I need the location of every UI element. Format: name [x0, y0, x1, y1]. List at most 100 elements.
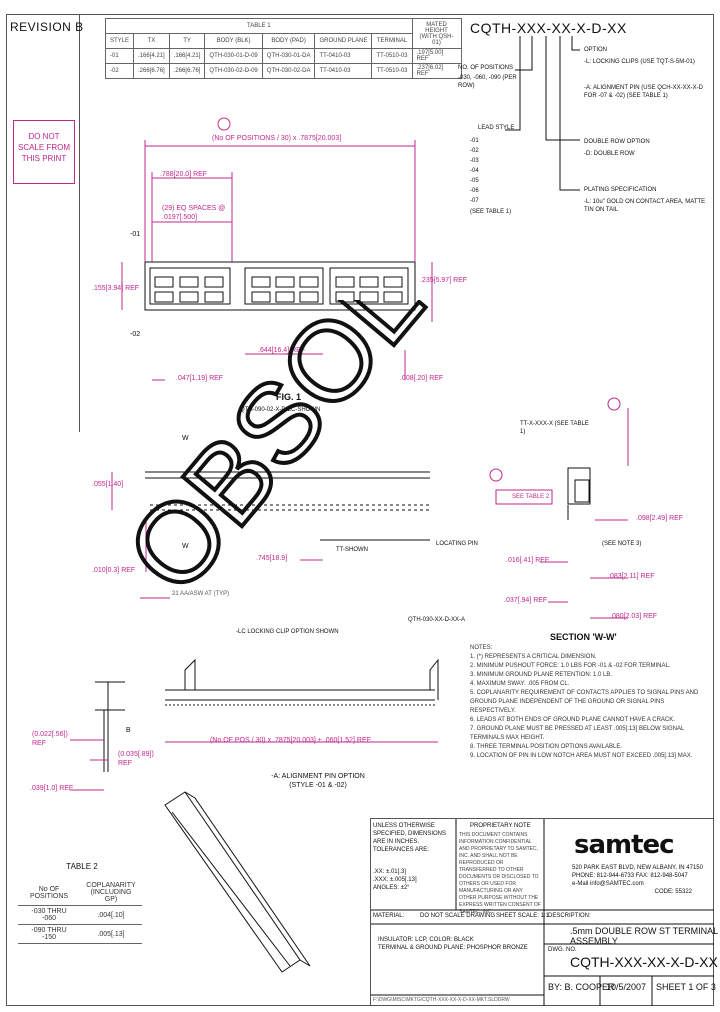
isometric-connector	[164, 791, 301, 973]
sheet-scale-label: SHEET SCALE: 1:1	[496, 913, 549, 919]
table-row: -030 THRU -060 .004[.10]	[18, 905, 142, 925]
positions-values: -030, -060, -090 (PER ROW)	[458, 75, 517, 89]
note-item: 1. (*) REPRESENTS A CRITICAL DIMENSION.	[470, 654, 597, 660]
code-line: CODE: 55322	[654, 889, 692, 895]
dim-eq-label: (29) EQ SPACES @ .0197[.500]	[162, 205, 226, 221]
drawing-frame	[6, 14, 714, 1006]
part-number-title: CQTH-XXX-XX-X-D-XX	[470, 20, 627, 36]
dim-047-label: .047[1.19] REF	[176, 375, 224, 382]
plating-desc: -L: 10u" GOLD ON CONTACT AREA, MATTE TIN…	[584, 199, 706, 213]
plating-label: PLATING SPECIFICATION	[584, 187, 657, 193]
note-item: 4. MAXIMUM SWAY: .005 FROM CL.	[470, 681, 570, 687]
drawing-date: 10/5/2007	[606, 982, 647, 992]
note-item: 8. THREE TERMINAL POSITION OPTIONS AVAIL…	[470, 744, 623, 750]
list-item: .XX: ±.01[.3]	[373, 869, 406, 875]
dim-083-label: .083[2.11] REF	[608, 573, 655, 580]
table-row: -090 THRU -150 .005[.13]	[18, 924, 142, 944]
list-item: .XXX: ±.005[.13]	[373, 877, 417, 883]
dim-039-label: .039[1.0] REF	[30, 785, 74, 792]
view-letter-w1: W	[182, 435, 189, 442]
do-not-scale-box: DO NOT SCALE FROM THIS PRINT	[13, 120, 75, 184]
view-letter-b: B	[126, 727, 131, 734]
dim-022-label: (0.022[.56]) REF	[32, 731, 68, 747]
see-table-1-label: TT-X-XXX-X (SEE TABLE 1)	[520, 421, 589, 435]
no-scale-line-1: DO NOT	[28, 132, 60, 141]
note-item: 9. LOCATION OF PIN IN LOW NOTCH AREA MUS…	[470, 753, 693, 759]
dim-745-label: .745[18.9]	[256, 555, 288, 562]
list-item: INSULATOR: LCP, COLOR: BLACK	[378, 937, 474, 943]
address-line: 520 PARK EAST BLVD, NEW ALBANY, IN 47150	[572, 865, 703, 871]
revision-column	[6, 14, 80, 432]
see-table-2-box	[495, 489, 553, 505]
dim-080-label: .080[2.03] REF	[610, 613, 658, 620]
table-2-header: No OF POSITIONS	[18, 880, 80, 906]
drawing-number: CQTH-XXX-XX-X-D-XX	[570, 954, 718, 970]
see-note-label: (SEE NOTE 3)	[602, 541, 642, 547]
notes-title: NOTES:	[470, 645, 493, 651]
list-item: ANGLES: ±2°	[373, 885, 410, 891]
no-scale-line-3: THIS PRINT	[21, 154, 67, 163]
dim-016-label: .016[.41] REF	[506, 557, 550, 564]
lead-style-label: LEAD STYLE	[478, 125, 515, 131]
dim-037-label: .037[.94] REF	[504, 597, 548, 604]
table-cell: .197[5.00] REF	[411, 48, 462, 64]
list-item: -02	[470, 148, 479, 154]
proprietary-title: PROPRIETARY NOTE	[470, 823, 531, 829]
list-item: -04	[470, 168, 479, 174]
table-2: No OF POSITIONS COPLANARITY (INCLUDING G…	[18, 880, 142, 944]
table-cell: TT-0410-03	[314, 63, 373, 79]
material-label: MATERIAL:	[373, 913, 405, 919]
table-2-title: TABLE 2	[66, 862, 98, 871]
view-letter-w2: W	[182, 543, 189, 550]
locating-pin-label: LOCATING PIN	[436, 541, 478, 547]
table-cell: -02	[104, 63, 135, 79]
dim-035-label: (0.035[.89]) REF	[118, 751, 154, 767]
description-label: DESCRIPTION:	[548, 913, 591, 919]
dim-644-label: .644[16.4] REF	[258, 347, 306, 354]
dwg-label: DWG. NO.	[548, 947, 577, 953]
option-locking: -L: LOCKING CLIPS (USE TQT-S-5M-01)	[584, 59, 695, 65]
critical-dimension-mark	[217, 117, 231, 131]
dim-155-label: .155[3.94] REF	[92, 285, 140, 292]
note-item: 7. GROUND PLANE MUST BE PRESSED AT LEAST…	[470, 726, 685, 741]
note-item: 3. MINIMUM GROUND PLANE RETENTION: 1.0 L…	[470, 672, 613, 678]
dim-008-label: .008[.20] REF	[400, 375, 444, 382]
samtec-logo: samtec	[574, 830, 675, 860]
see-table-2-label: SEE TABLE 2	[512, 494, 550, 500]
qth-std-label: QTH-030-XX-D-XX-A	[408, 617, 466, 623]
table-cell: .005[.13]	[80, 924, 142, 944]
lead-shown-label: TT-SHOWN	[336, 547, 368, 553]
table-1-header-mated: MATED HEIGHT (WITH QSH-01)	[411, 18, 462, 49]
table-cell: .004[.10]	[80, 905, 142, 925]
double-row-desc: -D: DOUBLE ROW	[584, 151, 635, 157]
table-cell: -030 THRU -060	[18, 905, 80, 925]
company-address-block: 520 PARK EAST BLVD, NEW ALBANY, IN 47150…	[572, 864, 712, 896]
file-path: F:\DWG\MISC\MKTG\CQTH-XXX-XX-X-D-XX-MKT.…	[373, 997, 510, 1003]
email-line: e-Mail info@SAMTEC.com	[572, 881, 644, 887]
section-ww-title: SECTION 'W-W'	[550, 632, 617, 642]
positions-label: NO. OF POSITIONS	[458, 65, 514, 71]
title-block	[370, 818, 714, 1006]
style-02-label: -02	[130, 331, 141, 338]
note-item: 2. MINIMUM PUSHOUT FORCE: 1.0 LBS FOR -0…	[470, 663, 671, 669]
description: .5mm DOUBLE ROW ST TERMINAL ASSEMBLY	[570, 926, 718, 946]
sheet-number: SHEET 1 OF 3	[656, 982, 716, 992]
dim-overall-label: (No OF POSITIONS / 30) x .7875[20.003]	[212, 135, 342, 142]
option-alignment: -A: ALIGNMENT PIN (USE QCH-XX-XX-X-D FOR…	[584, 85, 703, 99]
tolerances-header: UNLESS OTHERWISE SPECIFIED, DIMENSIONS A…	[373, 823, 447, 853]
table-2-header: COPLANARITY (INCLUDING GP)	[80, 880, 142, 906]
locking-clip-label: -LC LOCKING CLIP OPTION SHOWN	[236, 629, 339, 635]
list-item: -05	[470, 178, 479, 184]
dim-055-label: .055[1.40]	[92, 481, 124, 488]
note-item: 6. LEADS AT BOTH ENDS OF GROUND PLANE CA…	[470, 717, 675, 723]
lead-style-ref: (SEE TABLE 1)	[470, 209, 512, 215]
part-number-leaders	[505, 36, 580, 191]
table-cell: TT-0510-03	[371, 63, 413, 79]
phone-line: PHONE: 812-944-6733 FAX: 812-948-5047	[572, 873, 688, 879]
double-row-label: DOUBLE ROW OPTION	[584, 139, 650, 145]
fig1-title: FIG. 1	[276, 392, 302, 402]
do-not-scale-label: DO NOT SCALE DRAWING	[420, 913, 496, 919]
style-01-label: -01	[130, 231, 141, 238]
table-cell: QTH-030-02-DA	[261, 63, 316, 79]
